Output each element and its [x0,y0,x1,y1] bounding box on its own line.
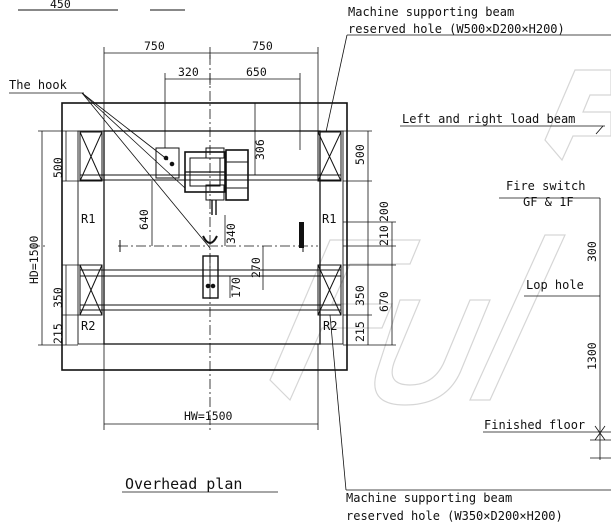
dim-270: 270 [249,257,263,278]
reserved-holes [79,131,342,316]
dim-640: 640 [137,209,151,230]
dim-170: 170 [229,277,243,298]
dim-350-right: 350 [353,285,367,306]
dim-top-right-750: 750 [252,39,273,53]
dim-500-right: 500 [353,144,367,165]
dim-215-right: 215 [353,321,367,342]
centerlines [30,55,318,430]
hook-label: The hook [9,78,68,92]
dim-306: 306 [253,139,267,160]
overhead-plan-title: Overhead plan [125,475,242,493]
traction-machine [155,147,249,215]
machine-beam-top-label-1: Machine supporting beam [348,5,514,19]
dim-320: 320 [178,65,199,79]
dim-top-left-750: 750 [144,39,165,53]
shaft-outline [61,102,348,371]
dim-350-left: 350 [51,287,65,308]
load-beams [80,174,341,311]
lop-hole-label: Lop hole [526,278,584,292]
dim-300: 300 [585,241,599,262]
dim-hd: HD=1500 [27,235,41,284]
top-cut-dimension: 450 [50,0,71,11]
watermark [269,69,611,406]
fire-switch-label-1: Fire switch [506,179,585,193]
r2-right-label: R2 [323,319,337,333]
finished-floor-label: Finished floor [484,418,585,432]
r2-left-label: R2 [81,319,95,333]
dim-340: 340 [224,223,238,244]
dim-215-left: 215 [51,323,65,344]
fire-switch-label-2: GF & 1F [523,195,574,209]
r1-left-label: R1 [81,212,95,226]
load-beam-label: Left and right load beam [402,112,575,126]
machine-beam-bottom-label-1: Machine supporting beam [346,491,512,505]
r1-right-label: R1 [322,212,336,226]
dim-200: 200 [377,201,391,222]
top-fragment: 450 [18,0,185,11]
car-hook-assembly [202,222,304,299]
dim-hw: HW=1500 [184,409,233,423]
machine-beam-bottom-label-2: reserved hole (W350×D200×H200) [346,509,563,523]
dim-500-left: 500 [51,157,65,178]
dim-210: 210 [377,225,391,246]
machine-beam-top-label-2: reserved hole (W500×D200×H200) [348,22,565,36]
dim-1300: 1300 [585,342,599,370]
dim-650: 650 [246,65,267,79]
leader-lines [9,34,611,493]
dim-670: 670 [377,291,391,312]
dimension-lines [38,47,611,460]
